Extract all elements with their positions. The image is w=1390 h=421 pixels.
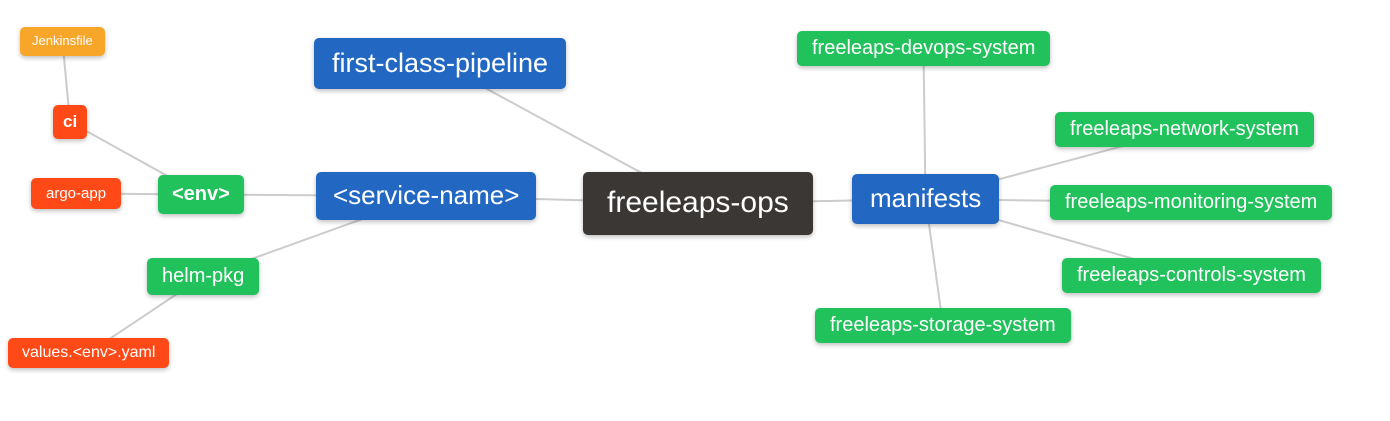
node-argo-app[interactable]: argo-app: [31, 178, 122, 210]
node-service-name[interactable]: <service-name>: [316, 172, 537, 220]
node-jenkinsfile[interactable]: Jenkinsfile: [20, 27, 105, 56]
node-freeleaps-devops-system[interactable]: freeleaps-devops-system: [797, 31, 1051, 66]
node-helm-pkg[interactable]: helm-pkg: [147, 258, 260, 295]
node-values-env-yaml[interactable]: values.<env>.yaml: [8, 338, 170, 369]
node-first-class-pipeline[interactable]: first-class-pipeline: [314, 38, 567, 90]
node-freeleaps-network-system[interactable]: freeleaps-network-system: [1055, 112, 1314, 147]
node-manifests[interactable]: manifests: [852, 174, 1000, 224]
node-freeleaps-controls-system[interactable]: freeleaps-controls-system: [1062, 258, 1321, 293]
node-freeleaps-monitoring-system[interactable]: freeleaps-monitoring-system: [1050, 185, 1333, 220]
node-env[interactable]: <env>: [158, 175, 244, 214]
connector-line: [922, 48, 927, 200]
node-ci[interactable]: ci: [53, 105, 88, 139]
node-freeleaps-storage-system[interactable]: freeleaps-storage-system: [815, 308, 1071, 343]
node-freeleaps-ops-root[interactable]: freeleaps-ops: [583, 172, 813, 235]
